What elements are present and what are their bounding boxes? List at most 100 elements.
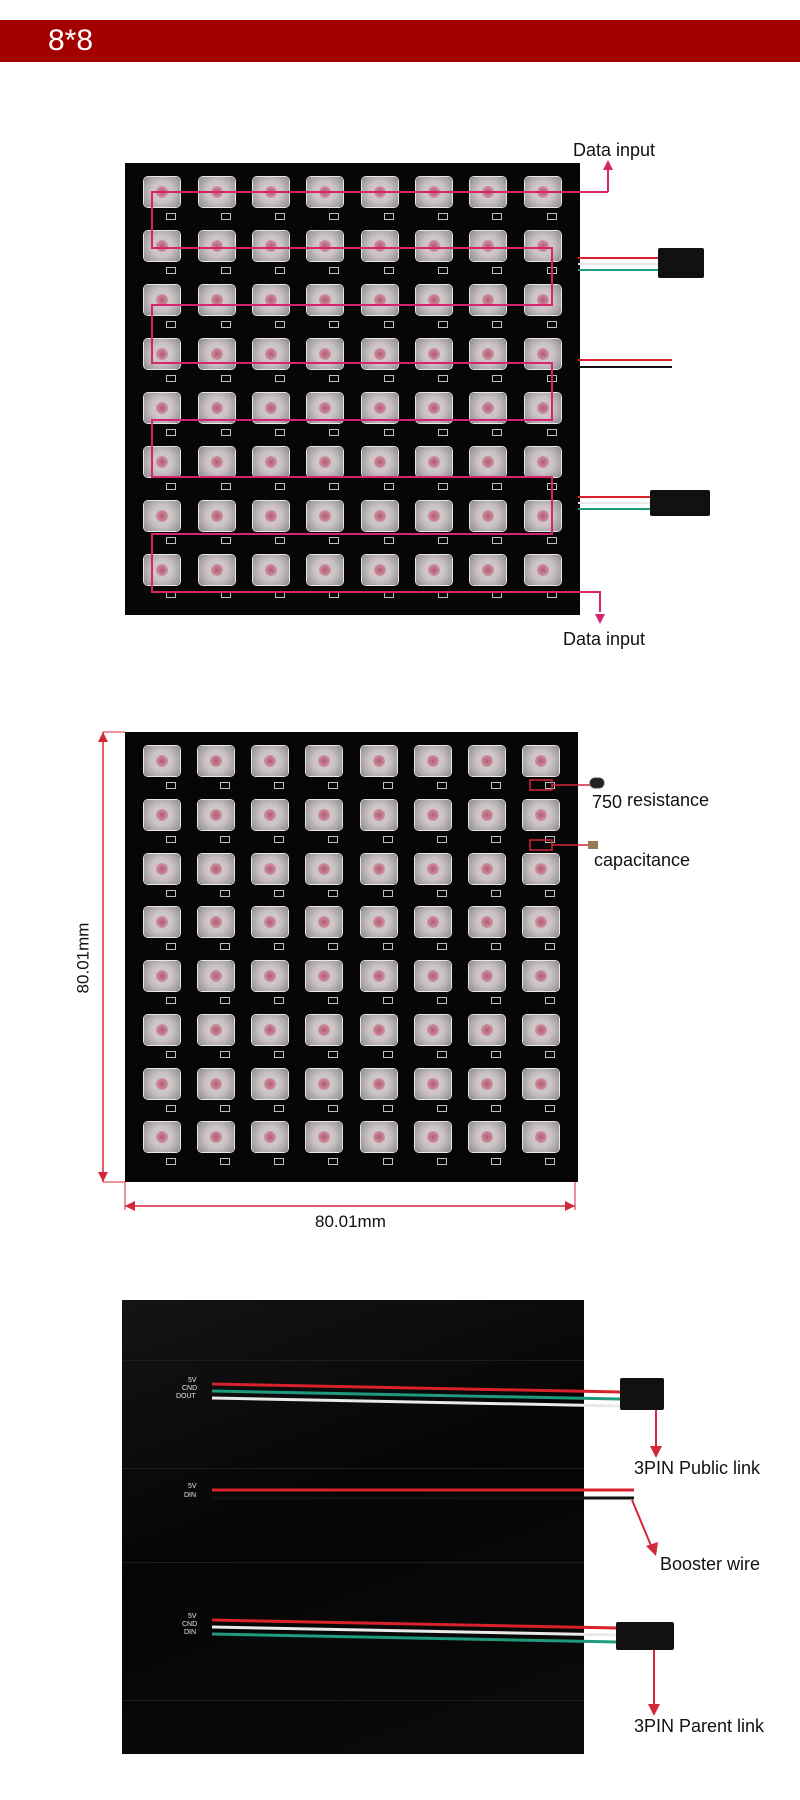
smd-capacitor bbox=[382, 889, 393, 897]
led-pixel bbox=[361, 447, 398, 477]
led-pixel bbox=[252, 393, 289, 423]
led-pixel bbox=[144, 339, 181, 369]
dim-arrow-head bbox=[98, 732, 108, 742]
smd-capacitor bbox=[544, 1158, 555, 1166]
smd-capacitor bbox=[436, 889, 447, 897]
smd-capacitor bbox=[220, 591, 231, 598]
smd-capacitor bbox=[329, 213, 340, 220]
led-pixel bbox=[468, 799, 505, 830]
panel-texture-line bbox=[122, 1700, 584, 1701]
led-pixel bbox=[360, 1122, 397, 1153]
led-pixel bbox=[144, 799, 181, 830]
smd-capacitor bbox=[438, 267, 449, 274]
smd-capacitor bbox=[274, 1050, 285, 1058]
smd-capacitor bbox=[220, 213, 231, 220]
led-pixel bbox=[144, 501, 181, 531]
led-pixel bbox=[144, 1014, 181, 1045]
led-pixel bbox=[252, 799, 289, 830]
data-input-bottom-arrow-head bbox=[595, 614, 605, 624]
led-pixel bbox=[416, 555, 453, 585]
led-pixel bbox=[470, 393, 507, 423]
led-pixel bbox=[198, 231, 235, 261]
smd-capacitor bbox=[490, 943, 501, 951]
smd-capacitor bbox=[274, 997, 285, 1004]
public-link-label: 3PIN Public link bbox=[634, 1458, 761, 1478]
smd-capacitor bbox=[546, 267, 557, 274]
smd-capacitor bbox=[544, 782, 555, 789]
led-pixel bbox=[524, 501, 561, 531]
pin-label: 5V bbox=[188, 1377, 197, 1384]
led-pixel bbox=[306, 1014, 343, 1045]
led-pixel bbox=[414, 907, 451, 938]
led-pixel bbox=[144, 1068, 181, 1099]
led-pixel bbox=[307, 339, 344, 369]
smd-capacitor bbox=[436, 835, 447, 843]
led-pixel bbox=[252, 177, 289, 207]
smd-capacitor bbox=[328, 943, 339, 951]
smd-capacitor bbox=[166, 1050, 177, 1058]
smd-capacitor bbox=[546, 483, 557, 490]
smd-capacitor bbox=[220, 321, 231, 328]
jst-connector-female bbox=[658, 248, 704, 278]
led-pixel bbox=[306, 799, 343, 830]
led-pixel bbox=[360, 799, 397, 830]
smd-capacitor bbox=[329, 375, 340, 382]
smd-capacitor bbox=[490, 782, 501, 789]
smd-capacitor bbox=[492, 483, 503, 490]
led-pixel bbox=[252, 501, 289, 531]
smd-capacitor bbox=[166, 943, 177, 951]
led-pixel bbox=[306, 1068, 343, 1099]
led-pixel bbox=[198, 853, 235, 884]
smd-capacitor bbox=[436, 1050, 447, 1058]
smd-capacitor bbox=[492, 213, 503, 220]
smd-capacitor bbox=[274, 537, 285, 544]
led-pixel bbox=[198, 501, 235, 531]
smd-capacitor bbox=[328, 997, 339, 1004]
smd-capacitor bbox=[220, 537, 231, 544]
smd-capacitor bbox=[492, 375, 503, 382]
resistance-value: 750 bbox=[592, 792, 623, 812]
smd-capacitor bbox=[274, 429, 285, 436]
smd-capacitor bbox=[274, 782, 285, 789]
led-pixel bbox=[416, 231, 453, 261]
led-pixel bbox=[360, 961, 397, 991]
smd-capacitor bbox=[492, 537, 503, 544]
resistor-component-icon bbox=[589, 777, 605, 789]
led-pixel bbox=[524, 393, 561, 423]
led-pixel bbox=[198, 555, 235, 585]
header-bar: 8*8 bbox=[0, 20, 800, 62]
led-pixel bbox=[144, 393, 181, 423]
led-pixel bbox=[307, 393, 344, 423]
led-pixel bbox=[144, 1122, 181, 1153]
smd-capacitor bbox=[274, 889, 285, 897]
smd-capacitor bbox=[383, 429, 394, 436]
led-pixel bbox=[252, 447, 289, 477]
smd-capacitor bbox=[328, 1104, 339, 1112]
led-pixel bbox=[468, 853, 505, 884]
led-pixel bbox=[360, 907, 397, 938]
smd-capacitor bbox=[329, 537, 340, 544]
smd-capacitor bbox=[382, 1158, 393, 1166]
led-pixel bbox=[198, 799, 235, 830]
led-pixel bbox=[144, 285, 181, 315]
smd-capacitor bbox=[382, 782, 393, 789]
led-pixel bbox=[470, 501, 507, 531]
smd-capacitor bbox=[438, 429, 449, 436]
smd-capacitor bbox=[166, 1158, 177, 1166]
led-pixel bbox=[468, 907, 505, 938]
led-pixel bbox=[144, 853, 181, 884]
led-pixel bbox=[144, 177, 181, 207]
led-pixel bbox=[416, 447, 453, 477]
smd-capacitor bbox=[220, 889, 231, 897]
led-pixel bbox=[524, 285, 561, 315]
capacitance-label: capacitance bbox=[594, 850, 691, 870]
led-pixel bbox=[361, 501, 398, 531]
led-pixel bbox=[522, 1068, 559, 1099]
led-pixel bbox=[468, 1014, 505, 1045]
smd-capacitor bbox=[436, 997, 447, 1004]
smd-capacitor bbox=[274, 375, 285, 382]
led-matrix-panel-back bbox=[122, 1300, 584, 1754]
smd-capacitor bbox=[436, 1104, 447, 1112]
led-pixel bbox=[306, 961, 343, 991]
jst-connector-male bbox=[650, 490, 710, 516]
